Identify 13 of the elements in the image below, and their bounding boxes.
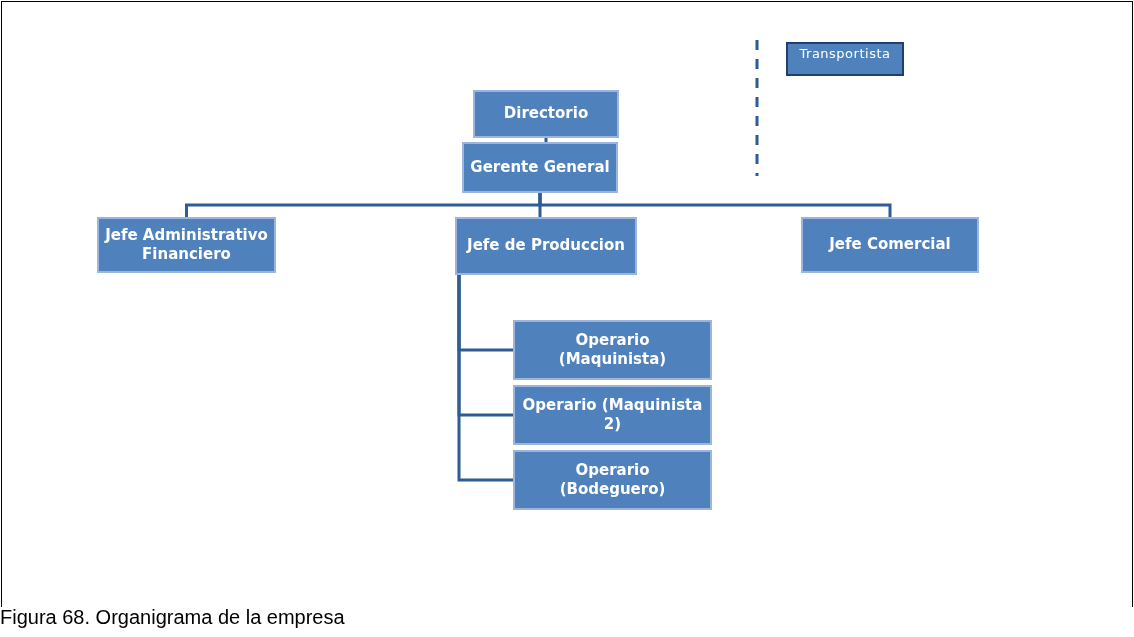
org-box: Jefe Comercial: [801, 217, 979, 273]
org-box: Operario (Maquinista 2): [513, 385, 712, 445]
org-box: Jefe de Produccion: [455, 217, 637, 275]
org-box: Directorio: [473, 90, 619, 138]
org-box: Operario (Bodeguero): [513, 450, 712, 510]
figure-caption: Figura 68. Organigrama de la empresa: [0, 606, 345, 629]
org-box: Operario (Maquinista): [513, 320, 712, 380]
connector-line: [538, 193, 892, 217]
connector-line: [457, 275, 513, 482]
org-box: Transportista: [786, 42, 904, 76]
connector-line: [544, 138, 548, 142]
org-box: Gerente General: [462, 142, 618, 193]
org-box: Jefe Administrativo Financiero: [97, 217, 276, 273]
